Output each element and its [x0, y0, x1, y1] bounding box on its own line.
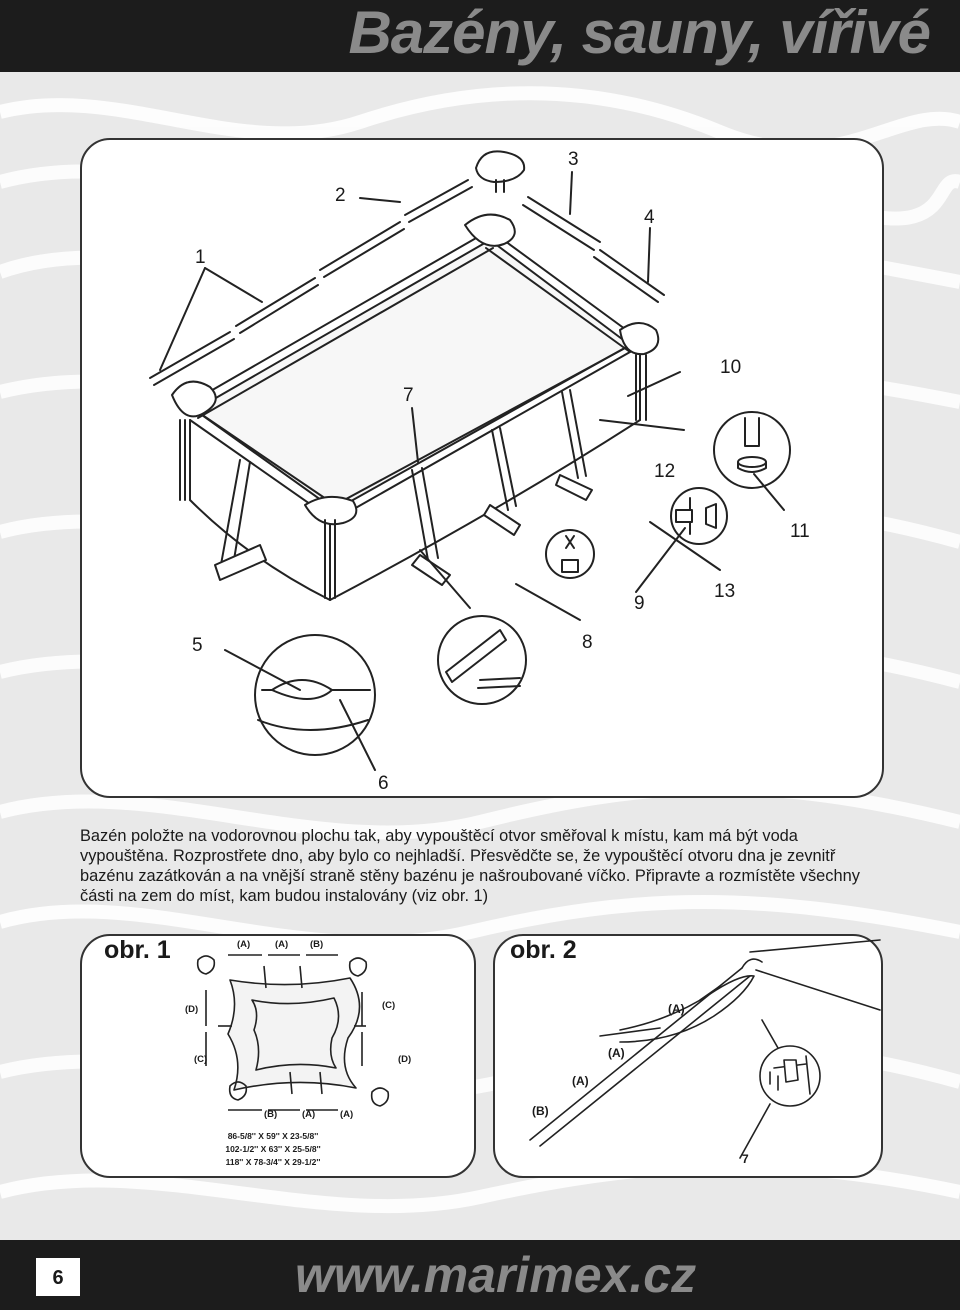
callout-9: 9	[634, 593, 645, 614]
callout-3: 3	[568, 149, 579, 170]
callout-2: 2	[335, 185, 346, 206]
fig1-tag-a-4: (A)	[340, 1109, 354, 1120]
fig2-tag-a-bottom: (A)	[572, 1074, 589, 1088]
callout-5: 5	[192, 635, 203, 656]
callout-12: 12	[654, 461, 676, 482]
fig1-tag-d-right: (D)	[398, 1054, 412, 1065]
fig1-tag-a-3: (A)	[302, 1109, 316, 1120]
callout-4: 4	[644, 207, 655, 228]
fig1-tag-a-2: (A)	[275, 939, 289, 950]
page-header: Bazény, sauny, vířivé	[0, 0, 960, 72]
callout-13: 13	[714, 581, 736, 602]
dimension-line-3: 118'' X 78-3/4'' X 29-1/2''	[225, 1157, 321, 1167]
callout-7: 7	[403, 385, 414, 406]
dimension-line-1: 86-5/8'' X 59'' X 23-5/8''	[227, 1131, 319, 1141]
header-title: Bazény, sauny, vířivé	[348, 0, 931, 66]
callout-6: 6	[378, 773, 389, 794]
figure-2-label: obr. 2	[510, 936, 577, 964]
fig2-callout-7: 7	[742, 1152, 749, 1166]
figure-2-panel	[493, 934, 883, 1178]
fig1-tag-c-right: (C)	[382, 1000, 396, 1011]
figure-1-label: obr. 1	[104, 936, 171, 964]
instructions-paragraph: Bazén položte na vodorovnou plochu tak, …	[80, 827, 860, 905]
fig1-tag-b-bottom: (B)	[264, 1109, 278, 1120]
fig1-tag-a-1: (A)	[237, 939, 251, 950]
fig2-tag-b: (B)	[532, 1104, 549, 1118]
page-footer: 6 www.marimex.cz	[0, 1240, 960, 1310]
callout-11: 11	[790, 521, 810, 542]
page-number: 6	[36, 1258, 80, 1296]
dimension-line-2: 102-1/2'' X 63'' X 25-5/8''	[225, 1144, 321, 1154]
website-link[interactable]: www.marimex.cz	[295, 1247, 697, 1303]
fig2-tag-a-middle: (A)	[608, 1046, 625, 1060]
callout-1: 1	[195, 247, 206, 268]
fig1-tag-b-top: (B)	[310, 939, 324, 950]
fig1-tag-c-left: (C)	[194, 1054, 208, 1065]
fig2-tag-a-top: (A)	[668, 1002, 685, 1016]
callout-10: 10	[720, 357, 742, 378]
callout-8: 8	[582, 632, 593, 653]
pool-dimensions: 86-5/8'' X 59'' X 23-5/8'' 102-1/2'' X 6…	[208, 1130, 338, 1169]
fig1-tag-d-left: (D)	[185, 1004, 199, 1015]
